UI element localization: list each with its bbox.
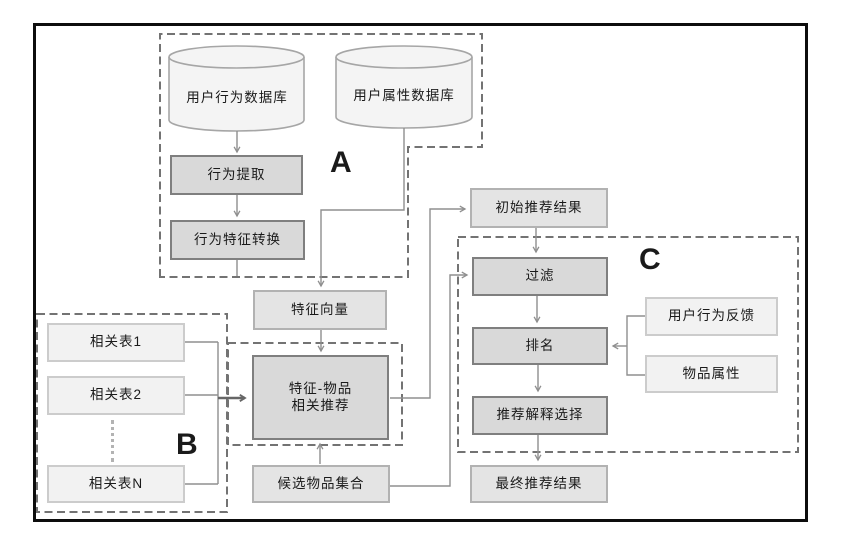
node-related-table-n: 相关表N <box>47 465 185 503</box>
feature-item-line2: 相关推荐 <box>291 397 350 413</box>
outer-frame <box>33 23 808 522</box>
module-b-label: B <box>176 428 198 461</box>
node-item-attributes: 物品属性 <box>645 355 778 393</box>
edge-attributedb-to-featurevector <box>317 128 405 288</box>
node-initial-recommendation: 初始推荐结果 <box>470 188 608 228</box>
module-a-label: A <box>330 146 352 179</box>
edge-candidate-to-filter <box>390 271 469 487</box>
node-candidate-item-set: 候选物品集合 <box>252 465 390 503</box>
node-user-behavior-feedback: 用户行为反馈 <box>645 297 778 336</box>
feature-item-line1: 特征-物品 <box>288 380 353 396</box>
edge-relatedtables-collector <box>185 341 219 485</box>
module-a-dashed-border <box>159 33 483 278</box>
edge-feedback-itemattr-collector <box>626 315 645 376</box>
node-explanation-selection: 推荐解释选择 <box>472 396 608 435</box>
related-tables-ellipsis <box>111 420 114 462</box>
node-ranking: 排名 <box>472 327 608 365</box>
node-feature-item-recommendation: 特征-物品 相关推荐 <box>252 355 389 440</box>
node-behavior-extraction: 行为提取 <box>170 155 303 195</box>
user-behavior-db-label: 用户行为数据库 <box>186 90 288 105</box>
user-attribute-db-label: 用户属性数据库 <box>353 88 455 103</box>
user-behavior-db-cylinder-icon <box>168 45 305 132</box>
node-related-table-1: 相关表1 <box>47 323 185 362</box>
node-feature-vector: 特征向量 <box>253 290 387 330</box>
module-c-label: C <box>639 243 661 276</box>
node-final-recommendation: 最终推荐结果 <box>470 465 608 503</box>
node-filter: 过滤 <box>472 257 608 296</box>
feature-item-dashed-border <box>227 342 403 446</box>
module-c-dashed-border <box>457 236 799 453</box>
edge-featureitem-to-initial <box>390 205 467 399</box>
node-related-table-2: 相关表2 <box>47 376 185 415</box>
node-behavior-feature-transform: 行为特征转换 <box>170 220 305 260</box>
